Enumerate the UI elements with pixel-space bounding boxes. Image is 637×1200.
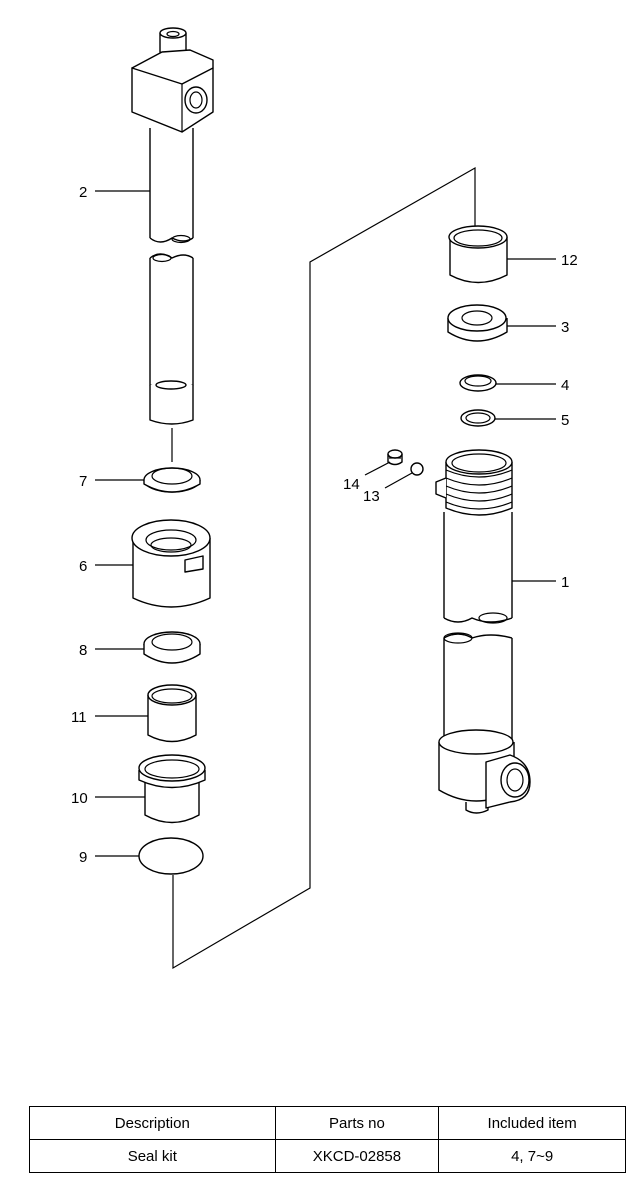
cell-parts-no: XKCD-02858 — [274, 1139, 440, 1173]
header-included-item: Included item — [438, 1106, 626, 1140]
piston-rod — [149, 128, 194, 425]
barrel-1 — [435, 449, 531, 814]
callout-12: 12 — [561, 252, 578, 269]
callout-7: 7 — [79, 473, 87, 490]
bushing-11 — [147, 684, 197, 743]
callout-9: 9 — [79, 849, 87, 866]
callout-4: 4 — [561, 377, 569, 394]
table-header-row: Description Parts no Included item — [29, 1106, 626, 1140]
callout-13: 13 — [363, 488, 380, 505]
assembly-connector-line — [172, 166, 476, 970]
cell-included-item: 4, 7~9 — [438, 1139, 626, 1173]
callout-6: 6 — [79, 558, 87, 575]
callout-labels: 2 7 6 8 11 10 9 12 3 4 5 1 14 13 — [71, 184, 578, 866]
table-row: Seal kit XKCD-02858 4, 7~9 — [29, 1139, 626, 1173]
header-parts-no: Parts no — [274, 1106, 440, 1140]
bushing-10 — [138, 754, 206, 824]
seal-kit-table: Description Parts no Included item Seal … — [29, 1106, 626, 1173]
callout-2: 2 — [79, 184, 87, 201]
callout-14: 14 — [343, 476, 360, 493]
cover-12 — [448, 225, 508, 284]
leader-lines — [95, 190, 556, 857]
setscrew-14 — [387, 449, 403, 466]
rod-head — [131, 27, 214, 133]
seal-7 — [143, 467, 201, 493]
header-description: Description — [29, 1106, 276, 1140]
ring-4 — [459, 374, 497, 392]
callout-3: 3 — [561, 319, 569, 336]
exploded-parts-diagram: 2 7 6 8 11 10 9 12 3 4 5 1 14 13 — [71, 27, 578, 970]
callout-10: 10 — [71, 790, 88, 807]
collar-3 — [447, 304, 508, 342]
ball-13 — [410, 462, 424, 476]
callout-5: 5 — [561, 412, 569, 429]
callout-8: 8 — [79, 642, 87, 659]
snap-ring-5 — [460, 409, 496, 427]
oring-9 — [138, 837, 204, 875]
callout-11: 11 — [71, 709, 87, 726]
ring-8 — [143, 631, 201, 664]
gland-6 — [131, 519, 211, 608]
cell-description: Seal kit — [29, 1139, 276, 1173]
callout-1: 1 — [561, 574, 569, 591]
